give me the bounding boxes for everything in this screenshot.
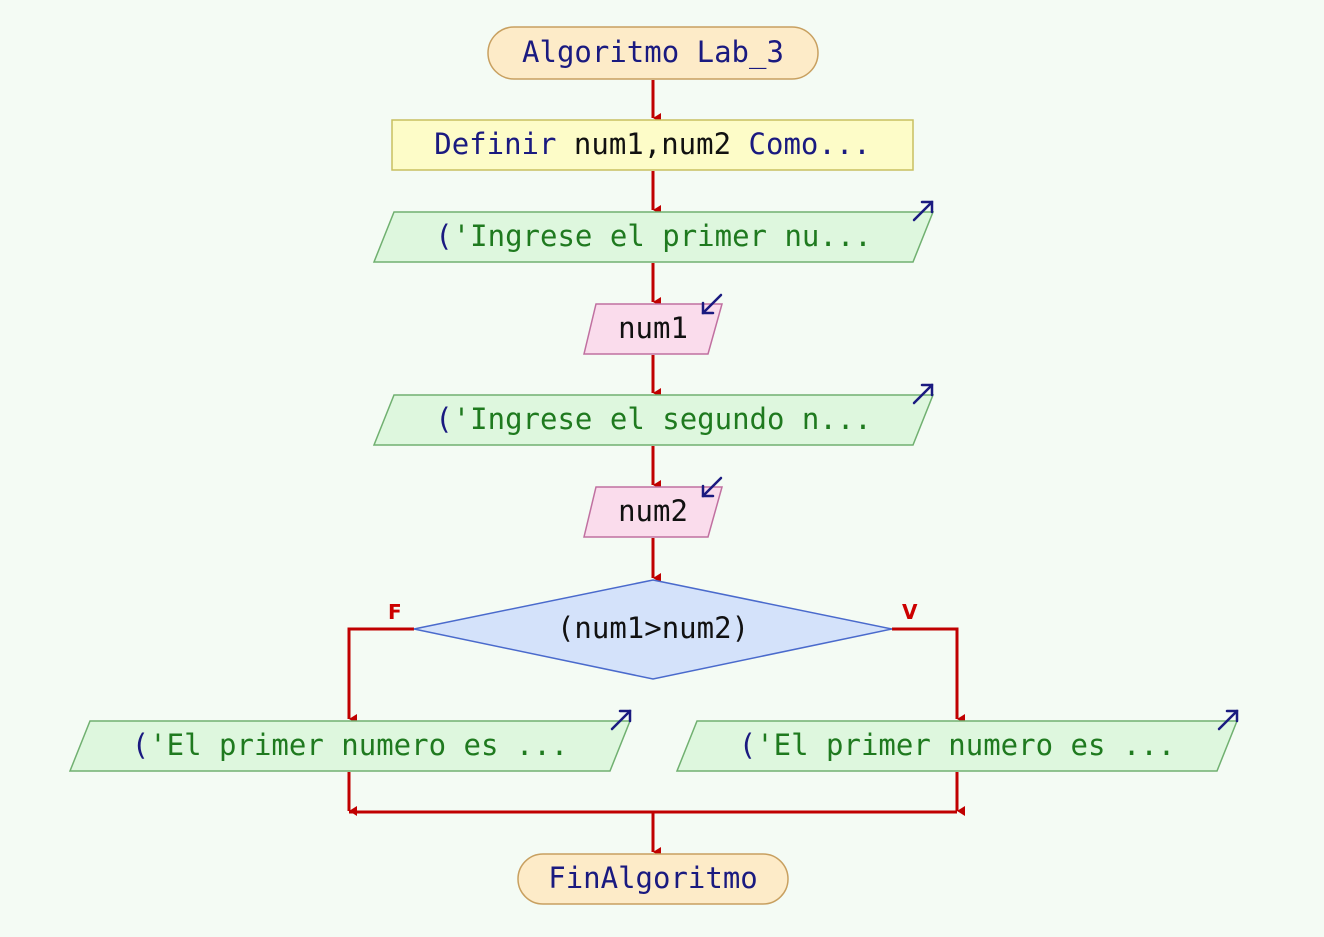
output-false-paren: (	[131, 728, 150, 762]
output-arrow-icon	[912, 200, 934, 222]
start-label: Algoritmo Lab_3	[488, 35, 818, 69]
input2-shape[interactable]	[583, 486, 723, 538]
input2-label: num2	[584, 494, 722, 528]
output-false-label: ('El primer numero es ...	[70, 728, 630, 762]
input1-var: num1	[618, 311, 688, 345]
output2-text: 'Ingrese el segundo n...	[452, 402, 872, 436]
input2-var: num2	[618, 494, 688, 528]
input1-shape[interactable]	[583, 303, 723, 355]
connector-true-branch	[892, 627, 965, 724]
output-true-shape[interactable]	[675, 720, 1239, 772]
output1-shape[interactable]	[372, 211, 935, 263]
start-keyword: Algoritmo	[522, 35, 680, 69]
output1-text: 'Ingrese el primer nu...	[452, 219, 872, 253]
input1-label: num1	[584, 311, 722, 345]
decision-condition: (num1>num2)	[556, 611, 750, 645]
output-arrow-icon	[1217, 709, 1239, 731]
define-keyword: Definir	[434, 127, 557, 161]
output2-shape[interactable]	[372, 394, 935, 446]
define-ellipsis: ...	[818, 127, 871, 161]
end-terminal-shape[interactable]	[517, 853, 789, 905]
define-vars: num1,num2	[573, 127, 732, 161]
output1-paren: (	[435, 219, 453, 253]
input-arrow-icon	[701, 476, 723, 498]
output-arrow-icon	[912, 383, 934, 405]
output1-label: ('Ingrese el primer nu...	[374, 219, 933, 253]
start-terminal-shape[interactable]	[487, 26, 819, 80]
output-true-text: 'El primer numero es ...	[756, 728, 1176, 762]
output-arrow-icon	[610, 709, 632, 731]
define-process-shape[interactable]	[391, 119, 914, 171]
end-keyword: FinAlgoritmo	[548, 861, 758, 895]
output2-paren: (	[435, 402, 453, 436]
output2-label: ('Ingrese el segundo n...	[374, 402, 933, 436]
output-false-shape[interactable]	[68, 720, 632, 772]
output-true-paren: (	[738, 728, 757, 762]
decision-label: (num1>num2)	[414, 611, 892, 645]
output-true-label: ('El primer numero es ...	[677, 728, 1237, 762]
decision-shape[interactable]	[413, 579, 893, 680]
end-label: FinAlgoritmo	[518, 861, 788, 895]
connector-false-branch	[347, 627, 414, 724]
input-arrow-icon	[701, 293, 723, 315]
true-branch-label: V	[902, 600, 918, 624]
false-branch-label: F	[388, 600, 402, 624]
algorithm-name: Lab_3	[696, 35, 784, 69]
define-label: Definir num1,num2 Como...	[392, 127, 913, 161]
output-false-text: 'El primer numero es ...	[149, 728, 569, 762]
define-as-keyword: Como	[748, 127, 819, 161]
